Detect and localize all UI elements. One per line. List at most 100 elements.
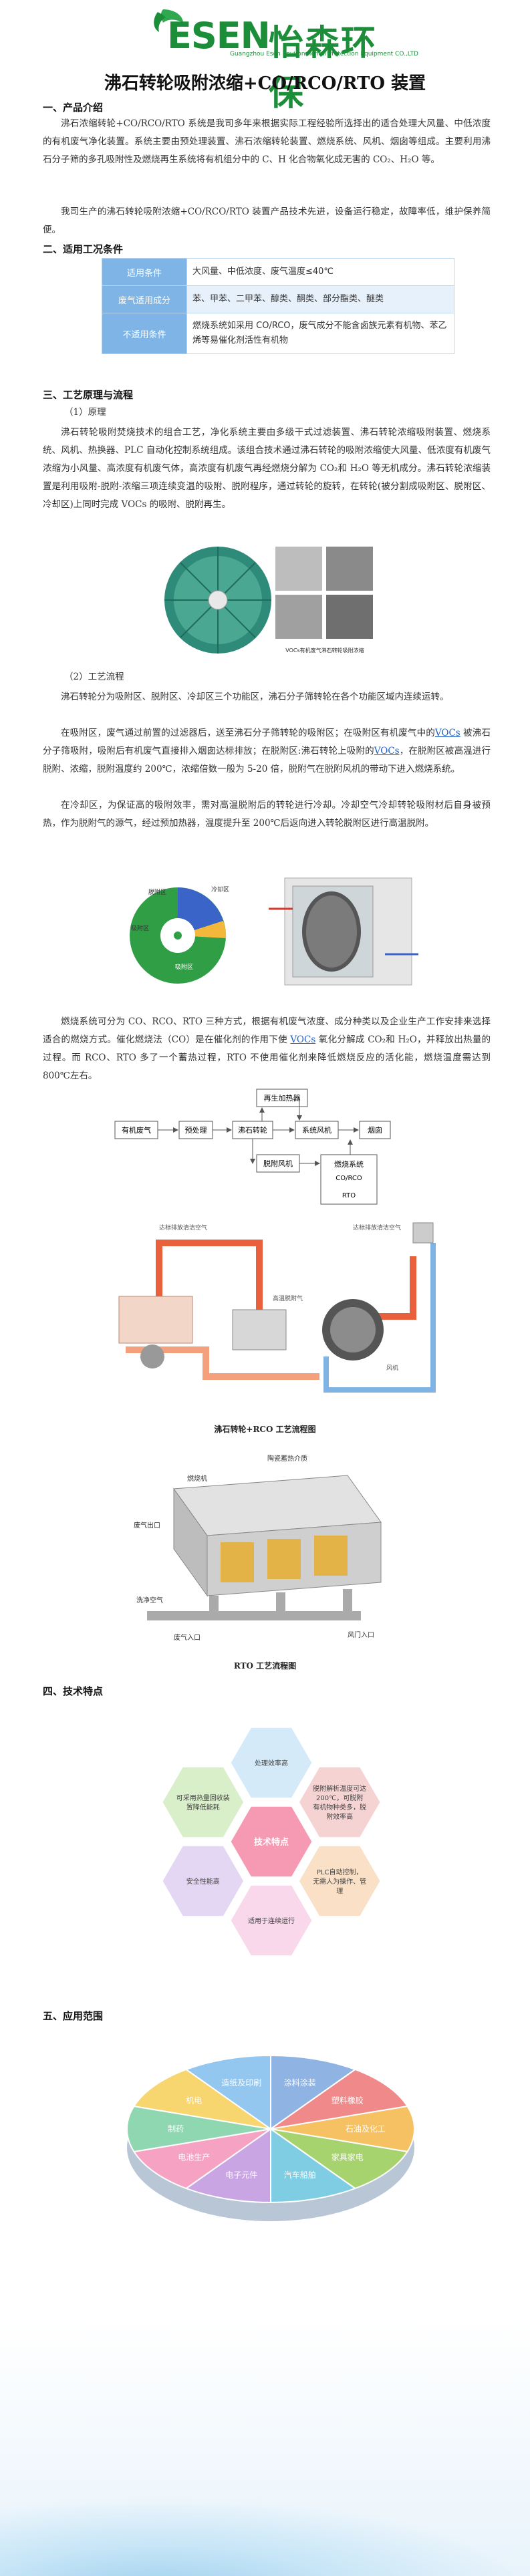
vocs-link[interactable]: VOCs [434,728,460,738]
feature-hexagon [229,1883,314,1958]
table-row: 废气适用成分 苯、甲苯、二甲苯、醇类、酮类、部分酯类、醚类 [102,285,454,313]
flow-desorb-fan: 脱附风机 [263,1159,293,1168]
combustion-text: 燃烧系统可分为 CO、RCO、RTO 三种方式，根据有机废气浓度、成分种类以及企… [43,1016,491,1045]
application-slice [270,2128,409,2190]
condition-key: 废气适用成分 [102,285,187,313]
condition-key: 适用条件 [102,258,187,286]
application-slice [270,2105,416,2153]
feature-center-label: 技术特点 [254,1837,289,1848]
rto-process-illustration: 陶瓷蓄热介质 燃烧机 废气出口 洗净空气 废气入口 风门入口 [134,1449,401,1649]
application-label: 汽车船舶 [284,2170,316,2180]
zeolite-wheel-figure: VOCs有机废气沸石转轮吸附浓缩 [158,539,378,659]
desorb-zone-label: 脱附区 [148,888,166,896]
flow-organic-gas: 有机废气 [122,1125,151,1135]
subheading-principle: （1）原理 [64,407,106,418]
table-row: 不适用条件 燃烧系统如采用 CO/RCO，废气成分不能含卤族元素有机物、苯乙烯等… [102,313,454,354]
combustion-paragraph: 燃烧系统可分为 CO、RCO、RTO 三种方式，根据有机废气浓度、成分种类以及企… [43,1013,491,1085]
process-text: 在吸附区，废气通过前置的过滤器后，送至沸石分子筛转轮的吸附区；在吸附区有机废气中… [61,728,435,738]
rto-label-inlet: 废气入口 [174,1633,201,1642]
wheel-figure-caption: VOCs有机废气沸石转轮吸附浓缩 [285,647,364,654]
process-paragraph-2: 在吸附区，废气通过前置的过滤器后，送至沸石分子筛转轮的吸附区；在吸附区有机废气中… [43,724,491,778]
subheading-process: （2）工艺流程 [64,672,124,682]
feature-hexagon [297,1765,382,1840]
condition-key: 不适用条件 [102,313,187,354]
flow-zeolite: 沸石转轮 [238,1125,267,1135]
vocs-link[interactable]: VOCs [290,1034,316,1045]
main-zone-label: 吸附区 [175,963,193,971]
application-label: 电子元件 [225,2170,257,2180]
feature-label: 可采用热量回收装置降低能耗 [176,1794,230,1812]
leaf-logo-icon [154,9,183,32]
applications-diagram: 涂料涂装塑料橡胶石油及化工家具家电汽车船舶电子元件电池生产制药机电造纸及印刷 [114,2042,428,2236]
feature-label: 处理效率高 [255,1759,288,1767]
section-heading-principle: 三、工艺原理与流程 [43,389,134,401]
rto-figure-caption: RTO 工艺流程图 [233,1661,297,1671]
feature-hexagon [160,1844,246,1918]
condition-value: 大风量、中低浓度、废气温度≤40℃ [186,258,454,286]
process-flow-diagram: 有机废气 预处理 沸石转轮 系统风机 烟囱 再生加热器 脱附风机 燃烧系统 CO… [102,1083,449,1209]
brand-en: ESEN [167,15,271,57]
rco-label-clean-air-left: 达标排放清洁空气 [159,1224,207,1232]
page-title: 沸石转轮吸附浓缩+CO/RCO/RTO 装置 [104,74,426,94]
application-label: 家具家电 [332,2152,364,2162]
application-slice [270,2054,357,2130]
intro-paragraph-1: 沸石浓缩转轮+CO/RCO/RTO 系统是我司多年来根据实际工程经验所选择出的适… [43,118,491,165]
wheel-zone-figure: 脱附区 冷却区 吸附区 吸附区 [118,869,425,996]
application-slice [126,2105,271,2153]
application-slice [184,2128,271,2204]
rco-label-hot-gas: 高温脱附气 [273,1294,303,1302]
process-text: 被沸石分子筛吸附，吸附后有机废气直接排入烟囱达标排放；在脱附区:沸石转轮上吸附的 [43,728,491,756]
rco-label-fan: 风机 [386,1364,398,1372]
rto-process-figure: 陶瓷蓄热介质 燃烧机 废气出口 洗净空气 废气入口 风门入口 [134,1449,401,1649]
rto-label-valve: 风门入口 [348,1630,374,1639]
section-heading-features: 四、技术特点 [43,1685,104,1697]
feature-label: PLC自动控制，无需人为操作、管理 [313,1868,366,1895]
application-slice [132,2128,271,2190]
process-paragraph-1: 沸石转轮分为吸附区、脱附区、冷却区三个功能区，沸石分子筛转轮在各个功能区域内连续… [61,692,449,702]
flow-pretreat: 预处理 [185,1126,207,1135]
section-heading-conditions: 二、适用工况条件 [43,243,124,255]
intro-paragraph-2: 我司生产的沸石转轮吸附浓缩+CO/RCO/RTO 装置产品技术先进，设备运行稳定… [43,206,491,235]
process-text: ，在脱附区被高温进行脱附、浓缩，脱附温度约 200℃，浓缩倍数一般为 5-20 … [43,746,491,774]
feature-label: 安全性能高 [186,1877,220,1886]
feature-hexagon [160,1765,246,1840]
adsorb-zone-label: 吸附区 [131,924,149,932]
feature-label: 适用于连续运行 [248,1916,295,1925]
flow-system-fan: 系统风机 [302,1125,332,1135]
feature-hexagon [229,1725,314,1800]
conditions-table: 适用条件 大风量、中低浓度、废气温度≤40℃ 废气适用成分 苯、甲苯、二甲苯、醇… [102,258,454,354]
brand-subtitle: Guangzhou Esen Environmental Protection … [230,51,418,57]
flow-chimney: 烟囱 [368,1125,382,1135]
section-heading-intro: 一、产品介绍 [43,102,104,114]
application-label: 造纸及印刷 [221,2078,261,2088]
section-heading-applications: 五、应用范围 [43,2010,104,2022]
feature-center-hexagon [229,1804,314,1879]
application-label: 电池生产 [178,2153,210,2162]
table-row: 适用条件 大风量、中低浓度、废气温度≤40℃ [102,258,454,286]
rco-figure-caption: 沸石转轮+RCO 工艺流程图 [214,1425,316,1434]
wheel-zone-illustration: 脱附区 冷却区 吸附区 吸附区 [130,877,418,986]
application-slice [132,2068,271,2130]
rco-process-illustration: 达标排放清洁空气 达标排放清洁空气 高温脱附气 风机 [99,1216,460,1410]
vocs-link[interactable]: VOCs [374,746,400,756]
flow-co-rco: CO/RCO [336,1175,362,1182]
flow-rto: RTO [342,1192,356,1199]
zeolite-wheel-illustration: VOCs有机废气沸石转轮吸附浓缩 [158,539,378,659]
combustion-text: 氧化分解成 CO₂和 H₂O，并释放出热量的过程。而 RCO、RTO 多了一个蓄… [43,1034,491,1081]
rto-label-burner: 燃烧机 [187,1474,207,1483]
rco-process-figure: 达标排放清洁空气 达标排放清洁空气 高温脱附气 风机 [99,1216,460,1410]
rco-label-clean-air-right: 达标排放清洁空气 [353,1224,401,1232]
application-label: 石油及化工 [346,2124,386,2134]
application-slice [270,2128,357,2204]
application-label: 涂料涂装 [284,2078,316,2088]
application-slice [184,2054,271,2130]
condition-value: 燃烧系统如采用 CO/RCO，废气成分不能含卤族元素有机物、苯乙烯等易催化剂活性… [186,313,454,354]
rto-label-ceramic: 陶瓷蓄热介质 [267,1454,307,1463]
rto-label-exhaust: 废气出口 [134,1521,160,1530]
feature-hexagon [297,1844,382,1918]
